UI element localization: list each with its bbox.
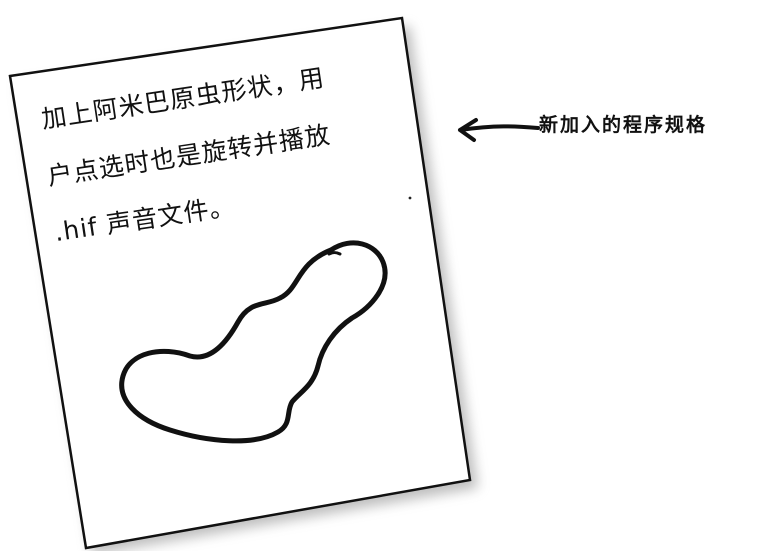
annotation-label: 新加入的程序规格 [539,114,708,136]
amoeba-join-mark [327,251,342,256]
left-arrow-icon [458,118,540,142]
paper-face [8,16,472,550]
amoeba-outline-icon [119,240,388,444]
ink-dot [408,196,412,200]
